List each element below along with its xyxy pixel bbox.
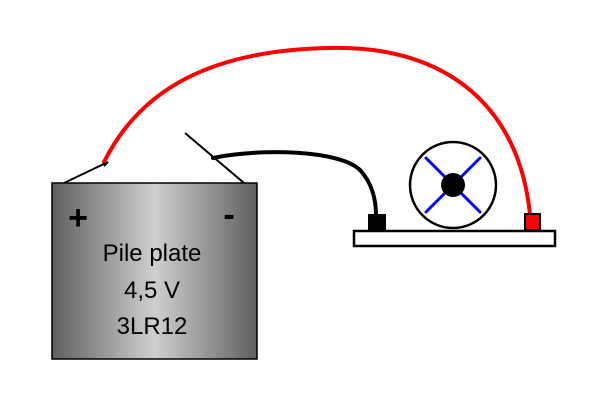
red-terminal	[524, 213, 541, 231]
black-terminal	[368, 214, 386, 231]
battery-label-line3: 3LR12	[117, 313, 188, 340]
battery-label-line2: 4,5 V	[124, 277, 180, 304]
lamp-center-hub	[441, 173, 465, 197]
battery-plus-sign: +	[68, 199, 88, 237]
component-base-plate	[352, 229, 557, 248]
battery-positive-tab	[63, 161, 109, 184]
battery-body	[51, 182, 258, 360]
battery-label-line1: Pile plate	[103, 240, 202, 267]
battery-negative-tab	[184, 132, 245, 184]
battery-minus-sign: -	[223, 196, 234, 234]
black-wire	[211, 150, 378, 217]
red-wire	[102, 45, 532, 217]
